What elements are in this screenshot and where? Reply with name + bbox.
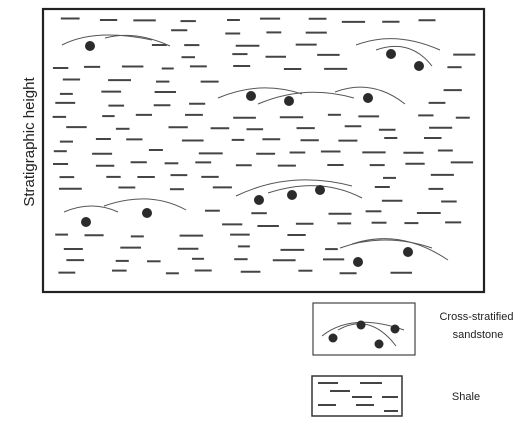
cross-bed-lamina (64, 206, 118, 212)
sandstone-grain (391, 325, 400, 334)
legend-shale-label: Shale (452, 391, 480, 403)
sandstone-grain (414, 61, 424, 71)
cross-bed-lamina (268, 186, 362, 198)
legend-sandstone-label: Cross-stratified sandstone (439, 311, 516, 341)
sandstone-grain (284, 96, 294, 106)
sandstone-grain (403, 247, 413, 257)
sandstone-grain (287, 190, 297, 200)
legend-shale: Shale (312, 376, 480, 416)
cross-bed-lamina (104, 199, 186, 210)
sandstone-grain (81, 217, 91, 227)
sandstone-grain (85, 41, 95, 51)
sandstone-grain (142, 208, 152, 218)
cross-bed-lamina (376, 46, 432, 66)
shale-dashes (53, 19, 476, 274)
section-frame (43, 9, 484, 292)
sandstone-grain (315, 185, 325, 195)
sandstone-grain (375, 340, 384, 349)
cross-bed-lamina (340, 240, 432, 248)
sandstone-grain (363, 93, 373, 103)
sandstone-grain (329, 334, 338, 343)
sandstone-grain (353, 257, 363, 267)
cross-bed-lamina (356, 39, 440, 50)
sandstone-grain (246, 91, 256, 101)
sandstone-grain (357, 321, 366, 330)
sandstone-dots (81, 41, 424, 267)
sandstone-lenses (62, 35, 448, 260)
legend-sandstone: Cross-stratified sandstone (313, 303, 517, 355)
y-axis-label: Stratigraphic height (21, 77, 38, 207)
sandstone-grain (254, 195, 264, 205)
sandstone-grain (386, 49, 396, 59)
cross-bed-lamina (258, 92, 354, 104)
cross-bed-lamina (338, 324, 396, 346)
